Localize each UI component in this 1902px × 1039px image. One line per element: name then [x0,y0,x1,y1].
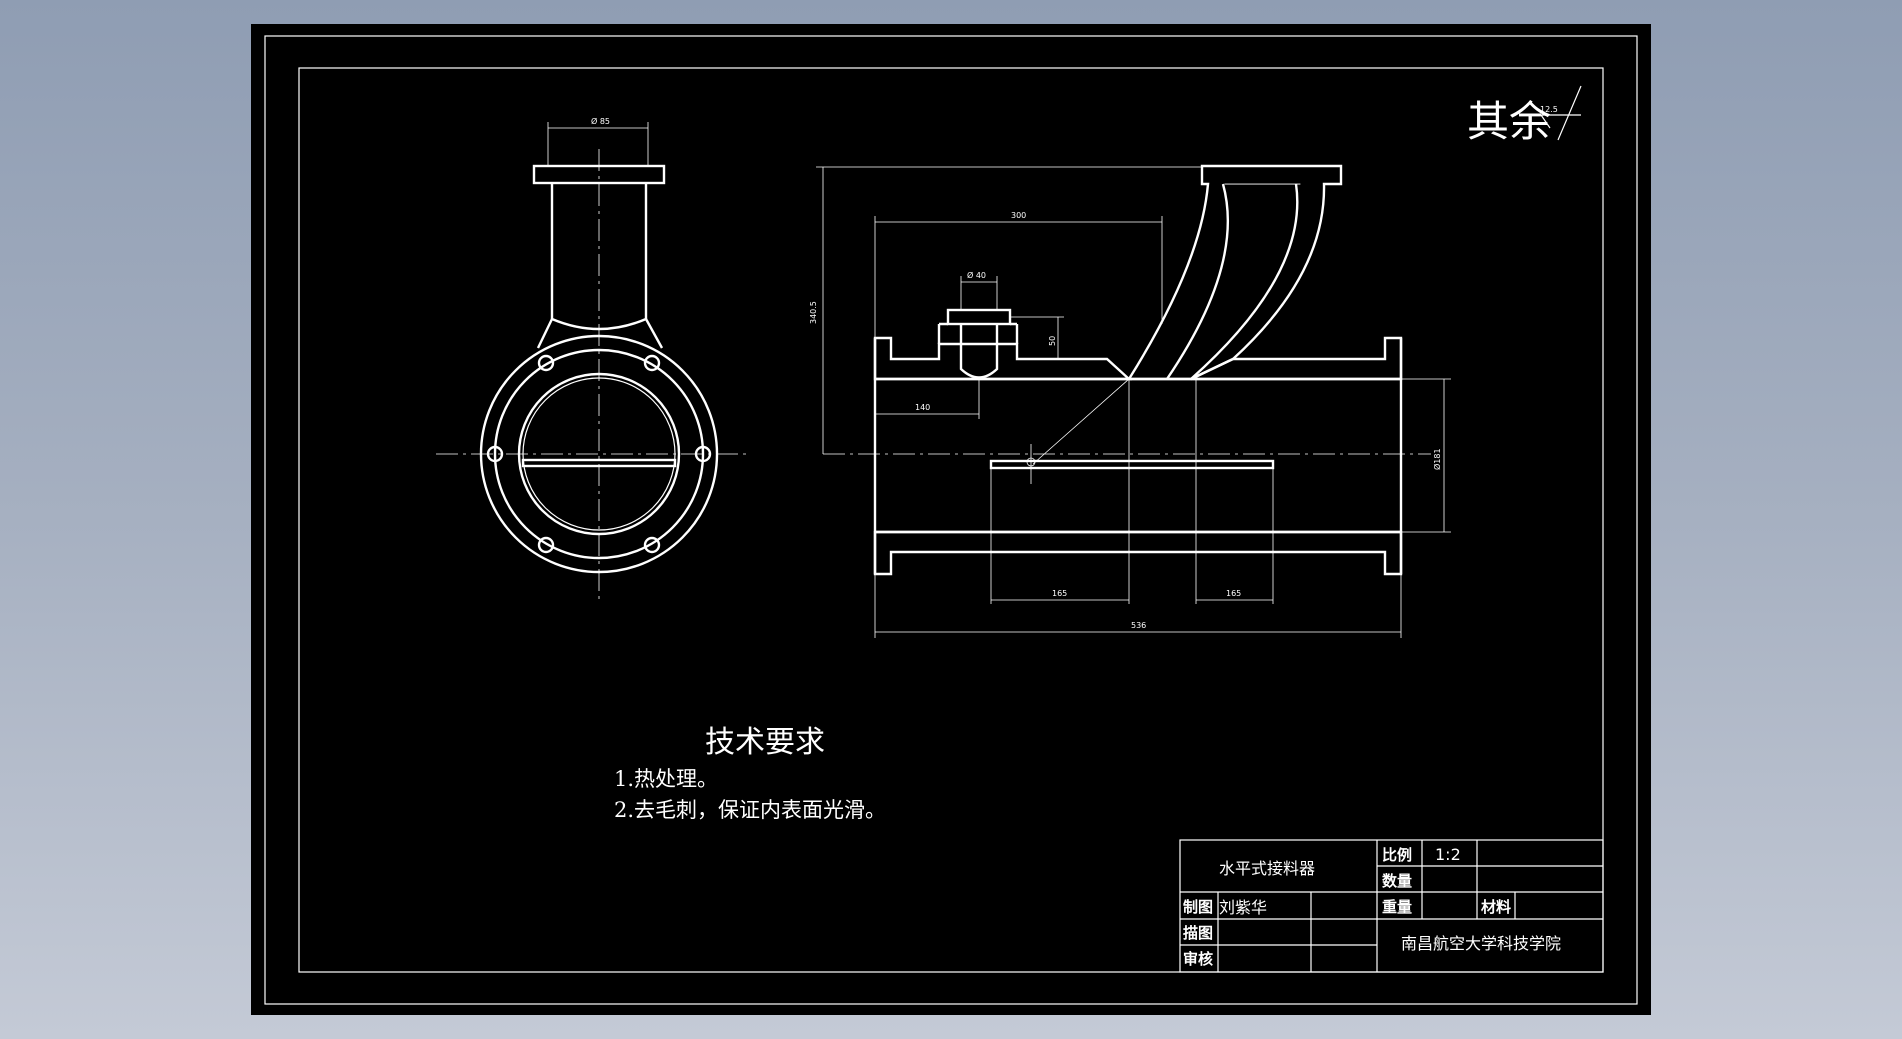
section-view: 340.5 300 Ø 40 50 140 Ø181 165 165 [809,164,1451,638]
neck-walls [550,183,648,319]
bolt-hole-br [643,536,661,554]
nozzle-body [959,324,999,379]
top-wall-left [873,336,1133,381]
roughness-symbol [1539,85,1582,141]
dim-nozzle-diameter: Ø 40 [967,270,986,280]
spout-bore [1166,183,1299,380]
neck-transition [536,318,664,349]
outer-border [264,35,1638,1005]
top-wall-right [1190,336,1403,381]
institution: 南昌航空大学科技学院 [1401,934,1561,953]
requirements-title: 技术要求 [705,725,825,760]
dim-pipe-diameter: Ø181 [1432,448,1442,470]
dim-left-segment: 165 [1052,589,1067,598]
dim-nozzle-offset: 140 [915,403,930,412]
dim-total-length: 536 [1131,621,1146,630]
end-view: Ø 85 [436,116,751,604]
bolt-hole-tl [537,354,555,372]
inclined-spout [1126,164,1343,381]
inner-frame [298,67,1604,973]
drawing-sheet: 其余 12.5 Ø 85 [251,24,1651,1015]
scale-value: 1:2 [1435,845,1461,864]
nozzle-cap [946,308,1012,326]
bottom-wall [873,530,1403,576]
traced-label: 描图 [1183,924,1213,942]
technical-requirements: 技术要求 1.热处理。 2.去毛刺，保证内表面光滑。 [614,725,886,822]
dim-nozzle-height: 50 [1048,336,1057,346]
leader-line [1032,378,1130,465]
dim-spout-length: 300 [1011,211,1026,220]
roughness-value: 12.5 [1540,105,1558,114]
scale-label: 比例 [1382,846,1412,864]
requirement-item-2: 2.去毛刺，保证内表面光滑。 [614,798,886,822]
weight-label: 重量 [1382,898,1412,916]
dim-flange-diameter: Ø 85 [591,116,610,126]
quantity-label: 数量 [1382,872,1412,890]
surface-roughness-note: 其余 12.5 [1467,85,1582,146]
cad-drawing: 其余 12.5 Ø 85 [264,35,1638,1005]
section-divider-plate [989,459,1275,470]
nozzle-shoulder [937,322,1019,344]
drawn-label: 制图 [1183,898,1213,916]
part-name: 水平式接料器 [1219,859,1315,878]
dim-total-height: 340.5 [809,301,818,324]
roughness-label: 其余 [1467,97,1551,146]
material-label: 材料 [1481,898,1511,916]
bolt-hole-bl [537,536,555,554]
title-block: 水平式接料器 比例 1:2 数量 重量 材料 制图 刘紫华 描图 审核 南昌航空… [1179,839,1604,973]
drawn-by: 刘紫华 [1219,898,1267,917]
bolt-hole-tr [643,354,661,372]
dim-right-segment: 165 [1226,589,1241,598]
requirement-item-1: 1.热处理。 [614,767,718,791]
checked-label: 审核 [1183,950,1213,968]
